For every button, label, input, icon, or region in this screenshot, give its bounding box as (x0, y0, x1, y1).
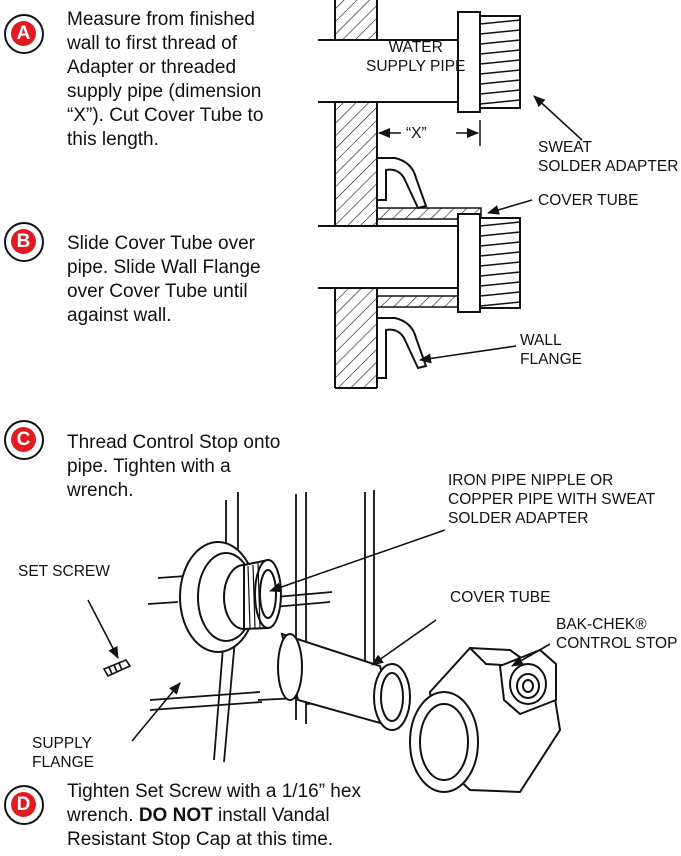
pipe-nipple (243, 558, 282, 631)
wall-section (334, 0, 378, 389)
cover-tube-arrow-bottom (371, 619, 437, 666)
set-screw (102, 659, 132, 678)
sweat-solder-adapter-upper (457, 11, 521, 113)
set-screw-arrow (87, 599, 119, 659)
sweat-adapter-arrow (533, 95, 583, 141)
lower-pipe (318, 225, 460, 289)
cover-tube-top-label: COVER TUBE (538, 192, 639, 209)
sweat-solder-adapter-lower (457, 213, 521, 313)
wall-flange-lower (377, 317, 428, 379)
step-d-badge: D (4, 785, 44, 825)
bak-chek-arrow (511, 643, 551, 667)
do-not-warning: DO NOT (138, 805, 213, 826)
wall-flange-upper (377, 157, 428, 210)
cover-tube-3d (277, 632, 411, 731)
dimension-x-marker (376, 120, 481, 146)
supply-flange-arrow (131, 682, 181, 742)
wall-flange-arrow (419, 345, 517, 364)
set-screw-label: SET SCREW (18, 563, 110, 580)
step-a-badge: A (4, 14, 44, 54)
iron-pipe-arrow (269, 529, 446, 593)
cover-tube-arrow-top (487, 199, 533, 215)
dimension-x-label: “X” (406, 125, 427, 142)
step-c-badge: C (4, 420, 44, 460)
water-supply-pipe (318, 39, 460, 103)
control-stop-valve (409, 646, 562, 794)
step-d-text: Tighten Set Screw with a 1/16” hex wrenc… (67, 781, 361, 850)
cover-tube-bottom-label: COVER TUBE (450, 589, 551, 606)
bak-chek-label: BAK-CHEK®CONTROL STOP (556, 616, 678, 652)
step-b-badge: B (4, 222, 44, 262)
